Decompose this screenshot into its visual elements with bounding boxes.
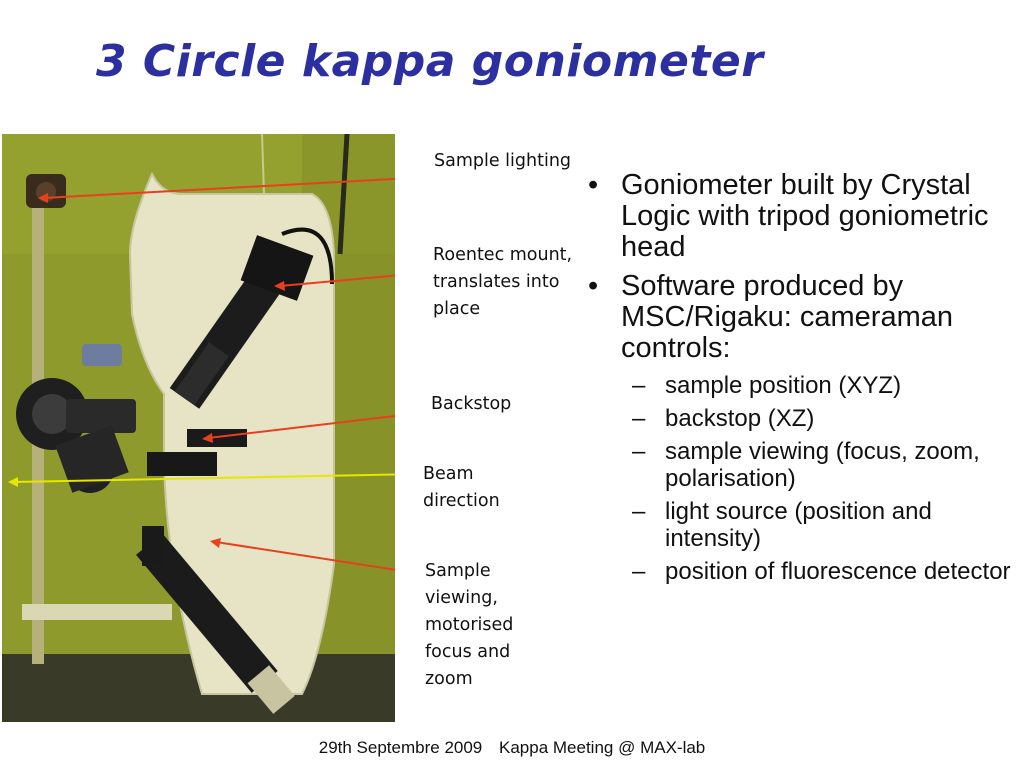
slide-footer: 29th Septembre 2009 Kappa Meeting @ MAX-… [0,738,1024,758]
sub-bullet-text: position of fluorescence detector [665,558,1011,585]
sub-bullet-backstop: – backstop (XZ) [588,405,1024,432]
sub-bullet-text: sample position (XYZ) [665,372,902,399]
callout-sample-viewing: Sample viewing, motorised focus and zoom [425,561,514,689]
dash-icon: – [632,372,646,399]
bullet-dot-icon: • [588,270,599,302]
sub-bullet-text: light source (position and intensity) [665,498,932,552]
sub-bullet-text: backstop (XZ) [665,405,815,432]
goniometer-photo [2,134,395,722]
callout-roentec-mount: Roentec mount, translates into place [433,245,573,319]
annotation-arrows [8,177,395,571]
sub-bullet-light-source: – light source (position and intensity) [588,498,1024,552]
bullet-item-builder: • Goniometer built by Crystal Logic with… [588,170,1024,263]
slide-title: 3 Circle kappa goniometer [96,36,764,87]
bullet-item-software: • Software produced by MSC/Rigaku: camer… [588,271,1024,364]
dash-icon: – [632,558,646,585]
bullet-dot-icon: • [588,169,599,201]
bullet-text: Goniometer built by Crystal Logic with t… [621,169,989,263]
dash-icon: – [632,405,646,432]
footer-event: Kappa Meeting @ MAX-lab [499,738,706,757]
sub-bullet-fluorescence-detector: – position of fluorescence detector [588,558,1024,585]
dash-icon: – [632,438,646,465]
sub-bullet-sample-position: – sample position (XYZ) [588,372,1024,399]
goniometer-illustration [2,134,395,722]
callout-backstop: Backstop [431,394,512,414]
dash-icon: – [632,498,646,525]
callout-beam-direction: Beam direction [423,464,500,511]
sub-bullet-text: sample viewing (focus, zoom, polarisatio… [665,438,980,492]
bullet-text: Software produced by MSC/Rigaku: cameram… [621,270,953,364]
callout-sample-lighting: Sample lighting [434,151,572,171]
footer-date: 29th Septembre 2009 [318,738,483,757]
bullet-list: • Goniometer built by Crystal Logic with… [588,170,1024,586]
sub-bullet-sample-viewing: – sample viewing (focus, zoom, polarisat… [588,438,1024,492]
